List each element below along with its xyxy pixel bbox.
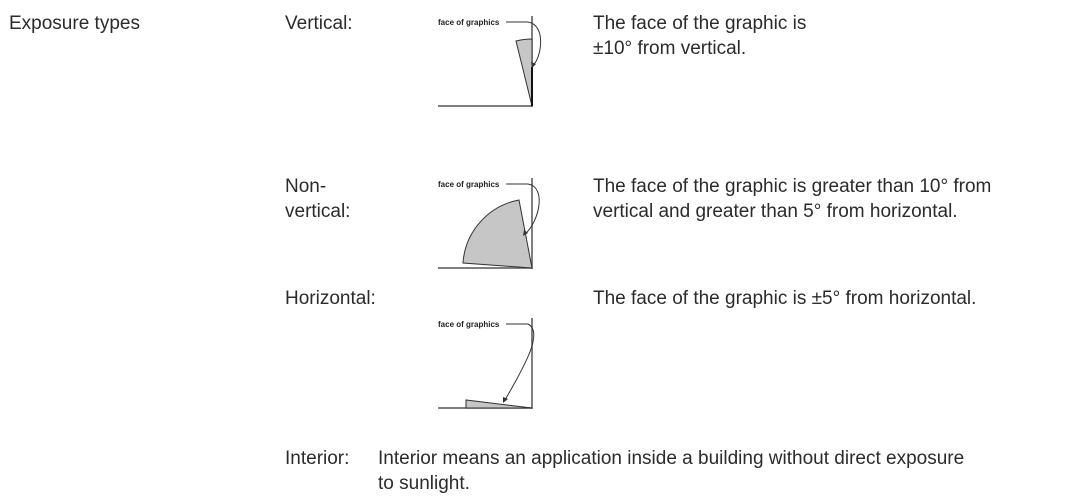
nonvertical-exposure-diagram: face of graphics xyxy=(438,178,540,269)
diagram-label-vertical: face of graphics xyxy=(438,18,500,27)
diagram-label-horizontal: face of graphics xyxy=(438,320,500,329)
horizontal-exposure-diagram: face of graphics xyxy=(438,318,535,409)
description-vertical-line1: The face of the graphic is xyxy=(593,13,807,34)
exposure-label-nonvertical-line1: Non- xyxy=(285,176,327,197)
exposure-label-interior: Interior: xyxy=(285,448,350,469)
exposure-label-horizontal: Horizontal: xyxy=(285,288,376,309)
description-interior-line2: to sunlight. xyxy=(378,473,470,494)
description-vertical-line2: ±10° from vertical. xyxy=(593,38,747,59)
description-interior-line1: Interior means an application inside a b… xyxy=(378,448,965,469)
diagram-label-nonvertical: face of graphics xyxy=(438,180,500,189)
section-title: Exposure types xyxy=(9,13,140,34)
exposure-label-vertical: Vertical: xyxy=(285,13,353,34)
description-nonvertical-line2: vertical and greater than 5° from horizo… xyxy=(593,201,958,222)
vertical-exposure-diagram: face of graphics xyxy=(438,16,542,107)
exposure-label-nonvertical-line2: vertical: xyxy=(285,201,351,222)
description-horizontal: The face of the graphic is ±5° from hori… xyxy=(593,288,977,309)
description-nonvertical-line1: The face of the graphic is greater than … xyxy=(593,176,992,197)
